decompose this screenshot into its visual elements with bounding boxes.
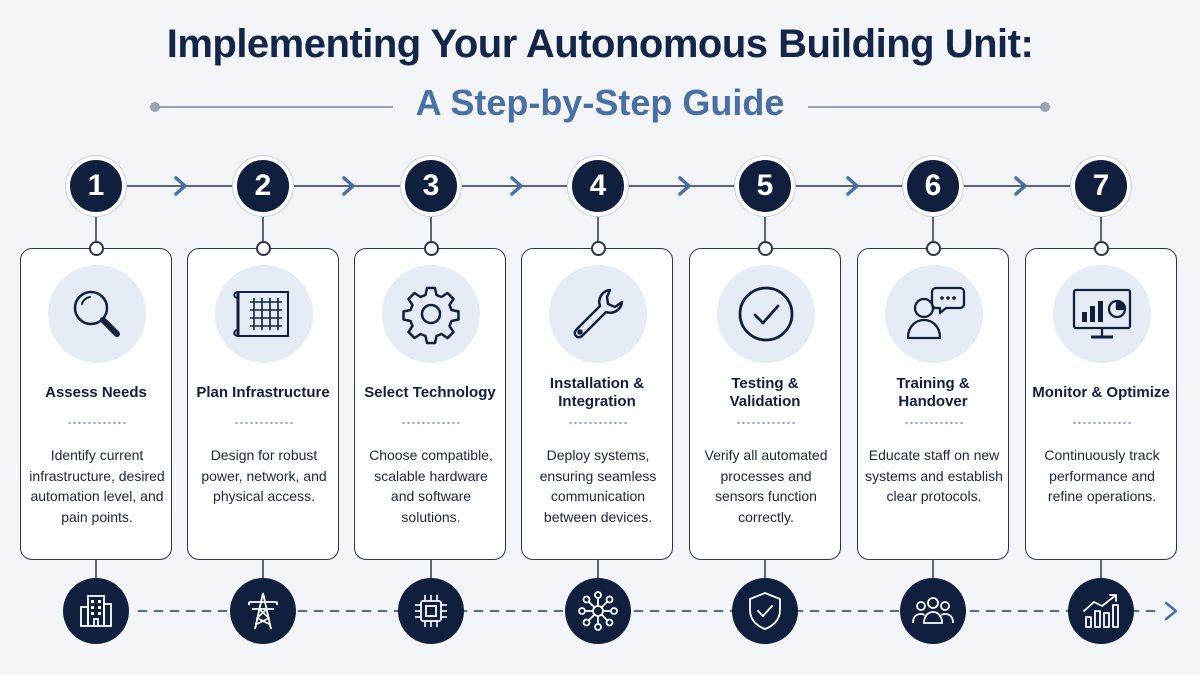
page-subtitle: A Step-by-Step Guide: [415, 82, 785, 123]
icon-bubble: [1053, 265, 1151, 363]
step-number-6: 6: [903, 156, 963, 216]
step-title: Testing & Validation: [729, 375, 801, 410]
bottom-icon-circle-7: [1068, 578, 1134, 644]
step-number-text: 4: [589, 169, 607, 202]
bottom-icon-circle-2: [230, 578, 296, 644]
step-description: Continuously track performance and refin…: [1044, 447, 1160, 504]
step-card-4: Installation & Integration Deploy system…: [521, 248, 673, 560]
building-icon: [80, 595, 112, 627]
card-anchor-dot: [1094, 241, 1109, 256]
bottom-icon-circle-4: [565, 578, 631, 644]
step-card-6: Training & Handover Educate staff on new…: [857, 248, 1009, 560]
step-number-2: 2: [233, 156, 293, 216]
icon-bubble: [717, 265, 815, 363]
icon-bubble: [382, 265, 480, 363]
page-title: Implementing Your Autonomous Building Un…: [166, 22, 1034, 66]
gear-icon: [402, 286, 460, 345]
check-circle-icon: [738, 286, 794, 342]
dotted-divider: [1072, 422, 1132, 424]
power-tower-icon: [248, 592, 278, 630]
step-card-1: Assess Needs Identify current infrastruc…: [20, 248, 172, 560]
deco-dot-left: [150, 102, 160, 112]
card-anchor-dot: [591, 241, 606, 256]
dotted-divider: [904, 422, 964, 424]
dashboard-monitor-icon: [1072, 288, 1132, 339]
card-anchor-dot: [89, 241, 104, 256]
card-anchor-dot: [926, 241, 941, 256]
bottom-icon-circle-5: [732, 578, 798, 644]
step-number-text: 7: [1092, 169, 1110, 202]
step-title: Assess Needs: [45, 384, 147, 401]
dotted-divider: [568, 422, 628, 424]
team-icon: [912, 597, 954, 624]
bottom-icon-circle-1: [63, 578, 129, 644]
step-number-4: 4: [568, 156, 628, 216]
icon-bubble: [885, 265, 983, 363]
card-anchor-dot: [256, 241, 271, 256]
growth-chart-icon: [1083, 594, 1119, 628]
bottom-icon-circle-3: [398, 578, 464, 644]
step-number-text: 2: [254, 169, 272, 202]
card-anchor-dot: [758, 241, 773, 256]
dotted-divider: [67, 422, 127, 424]
deco-line-right: [808, 106, 1042, 108]
dotted-divider: [234, 422, 294, 424]
step-number-text: 5: [756, 169, 774, 202]
deco-dot-right: [1040, 102, 1050, 112]
step-number-text: 6: [924, 169, 942, 202]
step-title: Plan Infrastructure: [196, 384, 330, 401]
step-number-3: 3: [401, 156, 461, 216]
dotted-divider: [736, 422, 796, 424]
step-card-3: Select Technology Choose compatible, sca…: [354, 248, 506, 560]
step-title: Select Technology: [364, 384, 496, 401]
magnifier-icon: [73, 290, 120, 337]
step-title: Installation & Integration: [549, 375, 645, 410]
step-description: Choose compatible, scalable hardware and…: [369, 447, 493, 525]
step-title: Training & Handover: [896, 375, 970, 410]
step-card-7: Monitor & Optimize Continuously track pe…: [1025, 248, 1177, 560]
step-number-5: 5: [735, 156, 795, 216]
person-speech-icon: [906, 286, 966, 340]
bottom-icon-circle-6: [900, 578, 966, 644]
step-description: Deploy systems, ensuring seamless commun…: [539, 447, 657, 525]
step-card-2: Plan Infrastructure Design for robust po…: [187, 248, 339, 560]
step-description: Verify all automated processes and senso…: [704, 447, 828, 525]
step-number-text: 3: [422, 169, 440, 202]
chip-icon: [415, 595, 447, 627]
step-description: Identify current infrastructure, desired…: [29, 447, 165, 525]
step-description: Educate staff on new systems and establi…: [865, 447, 1003, 504]
subtitle-row: A Step-by-Step Guide: [0, 82, 1200, 132]
dotted-divider: [401, 422, 461, 424]
icon-bubble: [48, 265, 146, 363]
network-hub-icon: [578, 591, 618, 631]
shield-check-icon: [749, 592, 781, 630]
deco-line-left: [158, 106, 393, 108]
step-number-text: 1: [87, 169, 105, 202]
step-description: Design for robust power, network, and ph…: [201, 447, 327, 504]
blueprint-icon: [233, 291, 289, 337]
step-number-7: 7: [1071, 156, 1131, 216]
icon-bubble: [549, 265, 647, 363]
icon-bubble: [215, 265, 313, 363]
wrench-icon: [573, 288, 624, 339]
step-title: Monitor & Optimize: [1032, 384, 1170, 401]
step-card-5: Testing & Validation Verify all automate…: [689, 248, 841, 560]
card-anchor-dot: [424, 241, 439, 256]
step-number-1: 1: [66, 156, 126, 216]
